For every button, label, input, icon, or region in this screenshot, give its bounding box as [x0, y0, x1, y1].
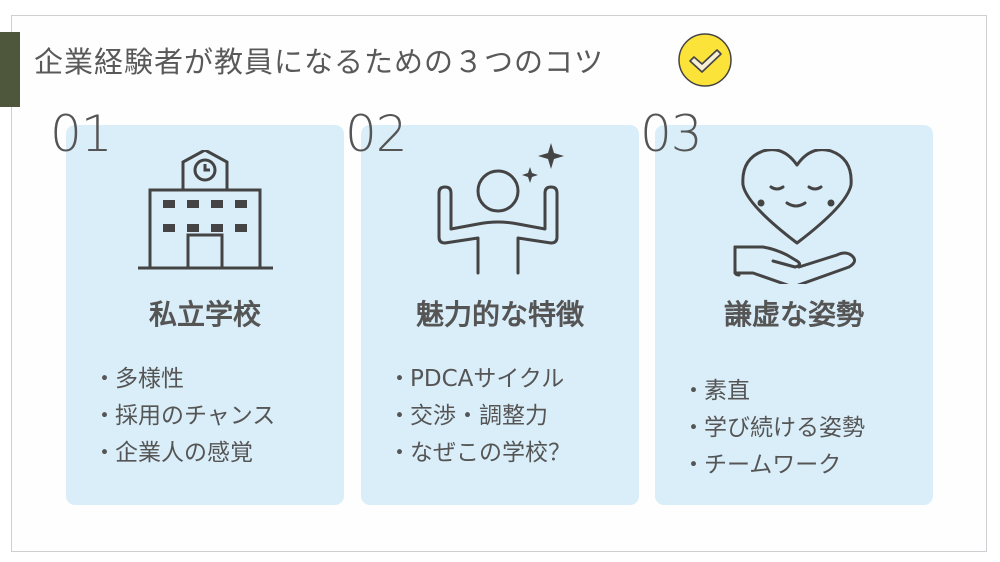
card-attractive-traits: 魅力的な特徴 ・PDCAサイクル ・交渉・調整力 ・なぜこの学校？ — [361, 125, 639, 505]
card-number: 02 — [345, 105, 408, 163]
slide-title: 企業経験者が教員になるための３つのコツ — [34, 45, 605, 79]
list-item: ・多様性 — [93, 366, 184, 392]
card-humble-attitude: 謙虚な姿勢 ・素直 ・学び続ける姿勢 ・チームワーク — [655, 125, 933, 505]
point-list: ・多様性 ・採用のチャンス ・企業人の感覚 — [66, 361, 371, 472]
card-title: 私立学校 — [148, 298, 261, 331]
card-title: 魅力的な特徴 — [415, 298, 584, 331]
list-item: ・企業人の感覚 — [93, 440, 253, 466]
point-list: ・素直 ・学び続ける姿勢 ・チームワーク — [655, 373, 960, 484]
person-sparkle-icon — [437, 143, 564, 275]
list-item: ・交渉・調整力 — [388, 403, 548, 429]
checkmark-badge-icon — [678, 33, 732, 87]
list-item: ・チームワーク — [682, 452, 842, 478]
card-private-school: 私立学校 ・多様性 ・採用のチャンス ・企業人の感覚 — [66, 125, 344, 505]
card-number: 01 — [50, 105, 113, 163]
list-item: ・採用のチャンス — [93, 403, 276, 429]
list-item: ・なぜこの学校？ — [388, 440, 571, 466]
heart-in-hand-icon — [733, 149, 856, 284]
school-building-icon — [138, 150, 273, 270]
card-number: 03 — [640, 105, 703, 163]
accent-bar — [0, 32, 20, 107]
list-item: ・学び続ける姿勢 — [682, 415, 865, 441]
point-list: ・PDCAサイクル ・交渉・調整力 ・なぜこの学校？ — [361, 361, 666, 472]
card-title: 謙虚な姿勢 — [723, 298, 864, 331]
list-item: ・素直 — [682, 378, 750, 404]
list-item: ・PDCAサイクル — [388, 366, 565, 392]
